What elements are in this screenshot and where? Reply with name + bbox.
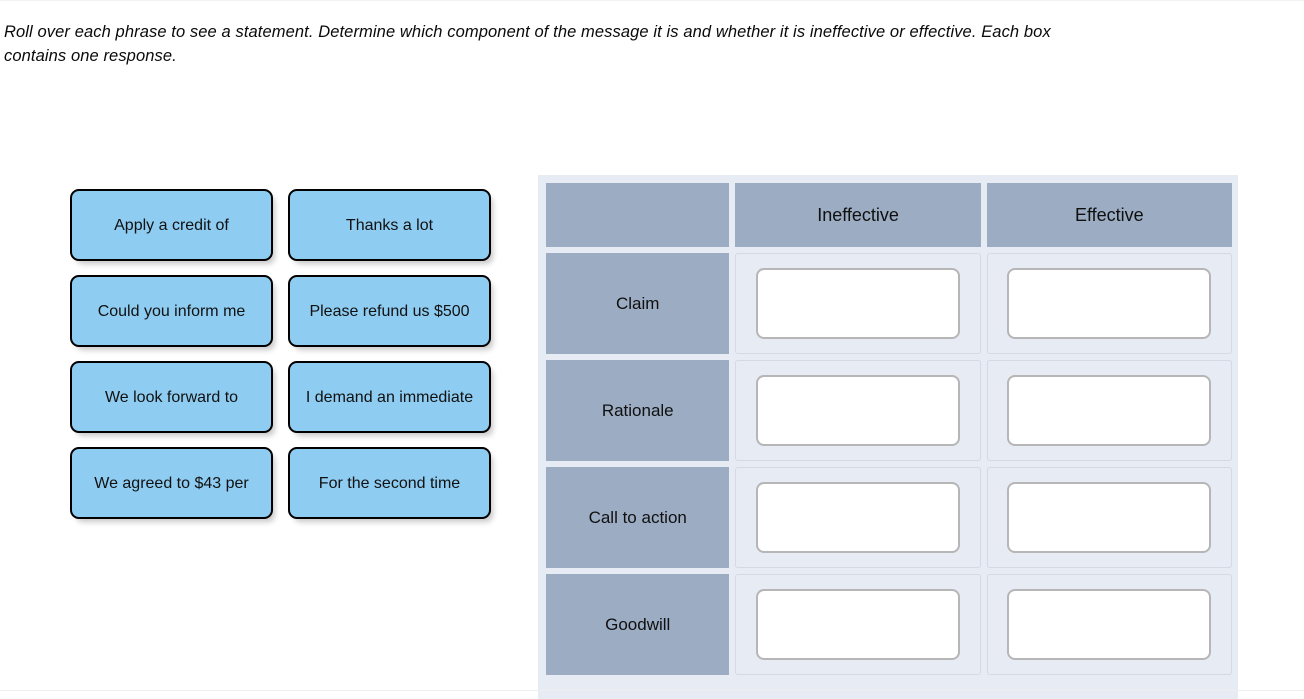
matrix-row-label-goodwill: Goodwill [546, 574, 730, 675]
phrase-tile-palette: Apply a credit of Thanks a lot Could you… [70, 189, 500, 533]
tile-row: We agreed to $43 per For the second time [70, 447, 500, 519]
matrix-cell-claim-effective[interactable] [986, 253, 1233, 354]
instructions-text: Roll over each phrase to see a statement… [4, 22, 1051, 65]
drop-target-goodwill-effective[interactable] [1007, 589, 1212, 660]
classification-matrix: Ineffective Effective Claim Rationale Ca… [538, 175, 1238, 699]
phrase-tile-thanks-a-lot[interactable]: Thanks a lot [288, 189, 491, 261]
tile-row: Apply a credit of Thanks a lot [70, 189, 500, 261]
matrix-cell-goodwill-ineffective[interactable] [735, 574, 981, 675]
phrase-tile-for-the-second-time[interactable]: For the second time [288, 447, 491, 519]
tile-row: We look forward to I demand an immediate [70, 361, 500, 433]
matrix-row-rationale: Rationale [546, 360, 1233, 461]
matrix-row-goodwill: Goodwill [546, 574, 1233, 675]
matrix-row-label-claim: Claim [546, 253, 730, 354]
page-bottom-rule [0, 690, 1304, 691]
phrase-tile-i-demand-an-immediate[interactable]: I demand an immediate [288, 361, 491, 433]
phrase-tile-could-you-inform-me[interactable]: Could you inform me [70, 275, 273, 347]
page-top-rule [0, 0, 1304, 1]
matrix-corner-cell [546, 183, 730, 247]
matrix-row-label-rationale: Rationale [546, 360, 730, 461]
drop-target-goodwill-ineffective[interactable] [756, 589, 961, 660]
phrase-tile-apply-a-credit-of[interactable]: Apply a credit of [70, 189, 273, 261]
matrix-cell-goodwill-effective[interactable] [986, 574, 1233, 675]
matrix-cell-rationale-effective[interactable] [986, 360, 1233, 461]
matrix-row-call-to-action: Call to action [546, 467, 1233, 568]
drop-target-call-to-action-ineffective[interactable] [756, 482, 961, 553]
drop-target-rationale-effective[interactable] [1007, 375, 1212, 446]
matrix-cell-claim-ineffective[interactable] [735, 253, 981, 354]
phrase-tile-please-refund-us-500[interactable]: Please refund us $500 [288, 275, 491, 347]
matrix-column-header-ineffective: Ineffective [735, 183, 981, 247]
matrix-cell-call-to-action-ineffective[interactable] [735, 467, 981, 568]
matrix-cell-call-to-action-effective[interactable] [986, 467, 1233, 568]
matrix-header-row: Ineffective Effective [546, 183, 1232, 247]
matrix-row-claim: Claim [546, 253, 1233, 354]
matrix-row-label-call-to-action: Call to action [546, 467, 730, 568]
matrix-cell-rationale-ineffective[interactable] [735, 360, 981, 461]
drop-target-call-to-action-effective[interactable] [1007, 482, 1212, 553]
tile-row: Could you inform me Please refund us $50… [70, 275, 500, 347]
matrix-column-header-effective: Effective [986, 183, 1232, 247]
drop-target-rationale-ineffective[interactable] [756, 375, 961, 446]
phrase-tile-we-agreed-to-43-per[interactable]: We agreed to $43 per [70, 447, 273, 519]
drop-target-claim-ineffective[interactable] [756, 268, 961, 339]
phrase-tile-we-look-forward-to[interactable]: We look forward to [70, 361, 273, 433]
drop-target-claim-effective[interactable] [1007, 268, 1212, 339]
